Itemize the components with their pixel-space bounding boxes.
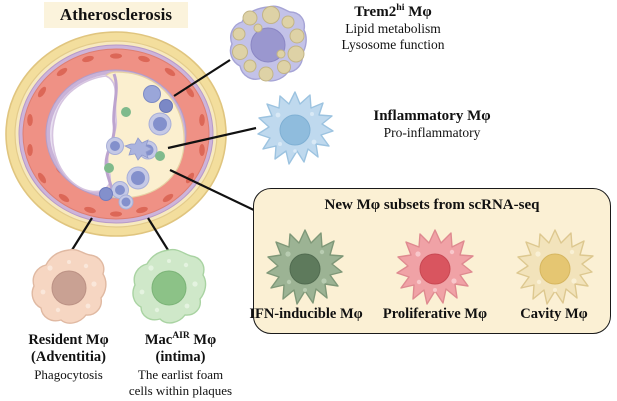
- figure-title-banner: Atherosclerosis: [44, 2, 188, 28]
- mac-air-macrophage-cell: [128, 248, 210, 328]
- resident-heading-line2: (Adventitia): [31, 348, 106, 365]
- figure-title: Atherosclerosis: [59, 5, 173, 24]
- artery-cross-section: [2, 28, 230, 240]
- proliferative-label: Proliferative Mφ: [382, 306, 488, 322]
- inflammatory-macrophage-cell: [256, 90, 334, 170]
- inflammatory-label-block: Inflammatory Mφ Pro-inflammatory: [332, 108, 532, 141]
- trem2hi-macrophage-cell: [226, 4, 310, 86]
- trem2hi-heading: Trem2hi Mφ: [354, 2, 432, 20]
- mac-air-sub-line1: The earlist foam: [137, 366, 224, 382]
- trem2hi-label-block: Trem2hi Mφ Lipid metabolism Lysosome fun…: [308, 2, 478, 54]
- inflammatory-heading: Inflammatory Mφ: [373, 108, 491, 124]
- ifn-inducible-label: IFN-inducible Mφ: [249, 306, 363, 322]
- ifn-inducible-macrophage-cell: [266, 228, 344, 310]
- mac-air-heading-line2: (intima): [155, 348, 206, 365]
- mac-air-sub-line2: cells within plaques: [128, 382, 233, 398]
- resident-macrophage-cell: [28, 248, 110, 328]
- mac-air-heading-line1: MacAIR Mφ: [144, 330, 217, 348]
- inflammatory-sub-line1: Pro-inflammatory: [383, 125, 481, 140]
- cavity-macrophage-cell: [516, 228, 594, 310]
- cavity-label: Cavity Mφ: [520, 306, 588, 322]
- trem2hi-sub-line2: Lysosome function: [341, 37, 445, 53]
- trem2hi-sub-line1: Lipid metabolism: [345, 21, 441, 36]
- mac-air-label-block: MacAIR Mφ (intima) The earlist foam cell…: [112, 330, 249, 398]
- panel-title: New Mφ subsets from scRNA-seq: [324, 197, 540, 213]
- resident-heading-line1: Resident Mφ: [28, 332, 109, 348]
- proliferative-macrophage-cell: [396, 228, 474, 310]
- resident-label-block: Resident Mφ (Adventitia) Phagocytosis: [0, 332, 137, 382]
- resident-sub-line1: Phagocytosis: [34, 366, 103, 382]
